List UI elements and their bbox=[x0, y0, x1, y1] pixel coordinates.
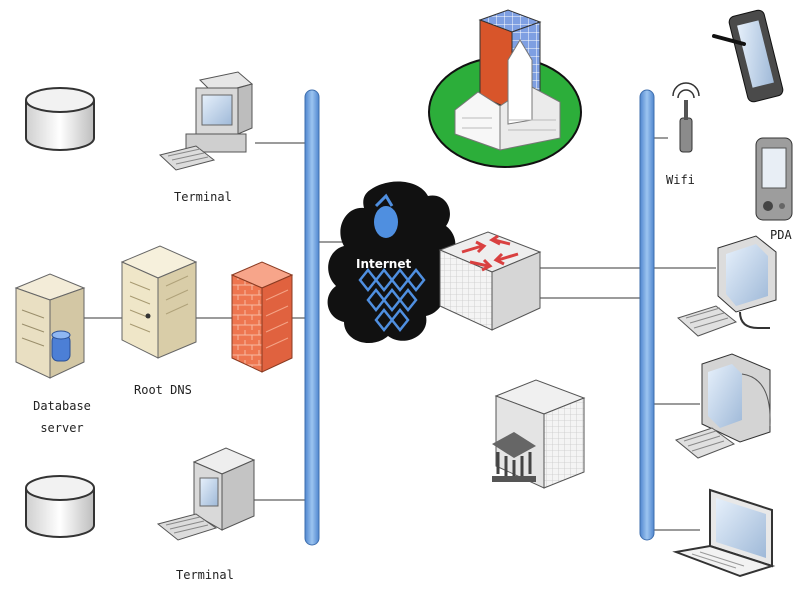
tablet-icon bbox=[712, 9, 784, 103]
firewall-icon bbox=[230, 261, 294, 373]
wifi-antenna-icon bbox=[672, 82, 700, 153]
terminal-label-bottom: Terminal bbox=[176, 568, 234, 582]
left-network-bus bbox=[304, 89, 320, 546]
database-server-icon bbox=[14, 273, 86, 379]
terminal-label-top: Terminal bbox=[174, 190, 232, 204]
city-building-icon bbox=[428, 9, 582, 168]
database-disk-icon bbox=[25, 87, 95, 151]
database-disk-icon bbox=[25, 475, 95, 538]
bank-building-icon bbox=[492, 379, 586, 489]
desktop-terminal-icon bbox=[158, 71, 254, 171]
right-network-bus bbox=[639, 89, 655, 541]
internet-label: Internet bbox=[356, 257, 411, 271]
internet-cloud-icon: Internet bbox=[327, 181, 456, 344]
pda-label: PDA bbox=[770, 228, 792, 242]
network-switch-icon bbox=[438, 231, 542, 331]
dns-server-icon bbox=[120, 245, 198, 359]
laptop-icon bbox=[672, 488, 776, 578]
crt-monitor-icon bbox=[674, 353, 771, 459]
wifi-label: Wifi bbox=[666, 173, 695, 187]
monitor-icon bbox=[677, 235, 777, 337]
database-server-label-line2: server bbox=[40, 421, 84, 435]
database-server-label: Database server bbox=[26, 398, 98, 436]
desktop-terminal-icon bbox=[156, 447, 256, 541]
root-dns-label: Root DNS bbox=[134, 383, 192, 397]
database-server-label-line1: Database bbox=[33, 399, 91, 413]
pda-icon bbox=[755, 137, 793, 221]
